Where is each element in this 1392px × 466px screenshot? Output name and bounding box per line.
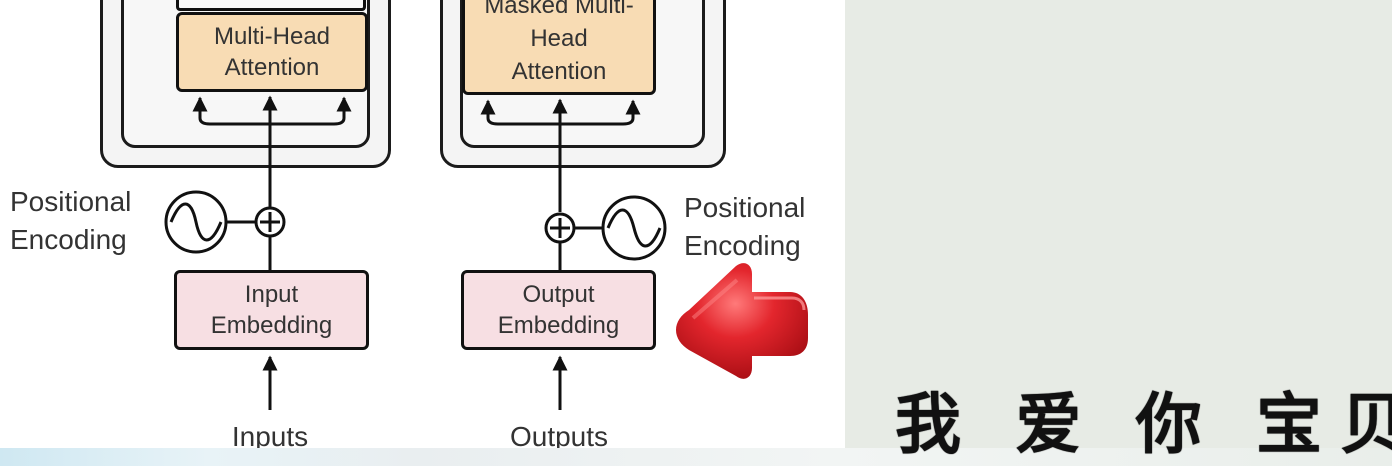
decoder-masked-attention-box: Masked Multi-Head Attention xyxy=(462,0,656,95)
encoder-flow-lines xyxy=(192,95,352,410)
outputs-label: Outputs xyxy=(509,421,609,452)
input-embedding-box: Input Embedding xyxy=(174,270,369,350)
bottom-background-strip xyxy=(0,448,1392,466)
red-arrow-icon xyxy=(676,263,808,379)
decoder-flow-lines xyxy=(480,98,641,410)
decoder-positional-combiner xyxy=(544,195,667,261)
encoder-upper-block-stub xyxy=(176,0,366,11)
output-embedding-box: Output Embedding xyxy=(461,270,656,350)
inputs-label: Inputs xyxy=(231,421,309,452)
decoder-positional-encoding-label: Positional Encoding xyxy=(684,192,806,261)
output-embedding-label: Output Embedding xyxy=(497,281,620,339)
encoder-multi-head-attention-box: Multi-Head Attention xyxy=(176,12,368,92)
input-embedding-label: Input Embedding xyxy=(210,281,333,339)
encoder-positional-encoding-label: Positional Encoding xyxy=(10,186,132,255)
transformer-diagram: Multi-Head Attention Masked Multi-Head A… xyxy=(10,0,808,452)
right-side-panel xyxy=(845,0,1392,466)
decoder-attention-label: Masked Multi-Head Attention xyxy=(484,0,634,85)
encoder-positional-combiner xyxy=(164,190,286,254)
encoder-attention-label: Multi-Head Attention xyxy=(213,23,331,81)
chinese-subtitle: 我 爱 你 宝贝 xyxy=(895,387,1392,461)
diagram-connectors xyxy=(164,95,808,410)
